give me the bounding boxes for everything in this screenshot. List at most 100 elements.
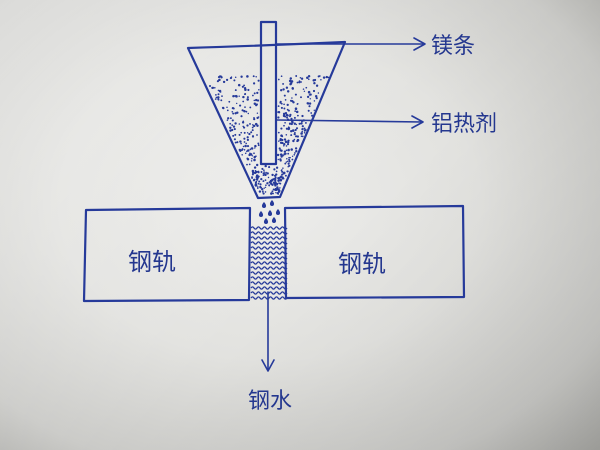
powder-dot: [258, 88, 260, 91]
molten-wave-line: [250, 296, 288, 300]
powder-dot: [307, 90, 311, 94]
powder-dot: [277, 179, 280, 182]
powder-dot: [217, 96, 220, 99]
powder-dot: [287, 126, 290, 129]
powder-dot: [249, 122, 251, 125]
droplet: [269, 200, 275, 206]
powder-dot: [300, 135, 303, 137]
powder-dot: [246, 158, 250, 161]
powder-dot: [313, 82, 316, 85]
powder-dot: [237, 83, 241, 87]
powder-dot: [294, 135, 298, 138]
powder-dot: [249, 148, 252, 151]
powder-dot: [229, 117, 232, 120]
molten-wave-line: [250, 231, 288, 235]
powder-dot: [289, 122, 291, 125]
powder-dot: [277, 105, 280, 108]
powder-dot: [246, 138, 250, 142]
powder-dot: [215, 94, 217, 96]
powder-dot: [217, 93, 220, 96]
powder-dot: [279, 182, 282, 185]
powder-dot: [298, 80, 301, 83]
molten-wave-line: [250, 261, 288, 265]
powder-dot: [248, 132, 251, 136]
powder-dot: [307, 102, 310, 105]
powder-dot: [213, 86, 216, 89]
powder-dot: [246, 98, 249, 101]
powder-dot: [244, 152, 247, 155]
powder-dot: [296, 138, 300, 142]
powder-dot: [280, 89, 283, 92]
powder-dot: [241, 154, 243, 156]
powder-dot: [220, 76, 223, 79]
powder-dot: [246, 145, 250, 148]
powder-dot: [283, 107, 286, 110]
powder-dot: [272, 192, 274, 195]
powder-dot: [274, 184, 277, 187]
powder-dot: [290, 148, 293, 151]
powder-dot: [246, 96, 249, 99]
molten-steel-arrowhead: [261, 359, 275, 372]
powder-dot: [243, 84, 246, 87]
powder-dot: [225, 78, 229, 82]
powder-dot: [215, 96, 218, 99]
powder-dot: [288, 148, 290, 151]
powder-dot: [301, 135, 304, 138]
powder-dot: [301, 114, 304, 118]
powder-dot: [257, 187, 259, 190]
powder-dot: [317, 92, 320, 94]
powder-dot: [218, 75, 221, 77]
powder-dot: [290, 117, 293, 120]
powder-dot: [302, 88, 305, 90]
powder-dot: [295, 150, 298, 153]
powder-dot: [231, 110, 234, 113]
powder-dot: [285, 113, 289, 117]
powder-dot: [277, 131, 280, 134]
droplet: [267, 210, 273, 216]
powder-dot: [283, 94, 286, 97]
powder-dot: [290, 130, 293, 133]
powder-dot: [250, 131, 253, 134]
powder-dot: [250, 160, 253, 162]
powder-dot: [275, 170, 278, 173]
powder-dot: [296, 81, 299, 84]
powder-dot: [295, 75, 298, 77]
molten-steel-in-gap: [250, 226, 288, 300]
powder-dot: [255, 98, 258, 102]
powder-dot: [216, 80, 219, 83]
powder-dot: [262, 180, 265, 183]
powder-dot: [271, 173, 274, 177]
powder-dot: [285, 145, 288, 147]
powder-dot: [243, 110, 246, 113]
powder-dot: [232, 125, 236, 128]
powder-dot: [286, 143, 290, 146]
powder-dot: [234, 133, 237, 136]
powder-dot: [279, 141, 283, 144]
molten-wave-line: [250, 266, 288, 270]
powder-dot: [238, 95, 240, 97]
powder-dot: [283, 103, 285, 106]
powder-dot: [281, 170, 284, 173]
powder-dot: [283, 150, 287, 153]
powder-dot: [240, 142, 242, 145]
powder-dot: [283, 145, 285, 147]
powder-dot: [291, 87, 294, 90]
powder-dot: [317, 75, 320, 78]
powder-dot: [280, 127, 283, 130]
droplet: [271, 217, 277, 223]
powder-dot: [284, 174, 287, 177]
powder-dot: [258, 190, 262, 193]
powder-dot: [248, 163, 251, 166]
powder-dot: [271, 178, 274, 182]
powder-dot: [254, 122, 258, 126]
powder-dot: [288, 160, 291, 163]
powder-dot: [278, 182, 280, 184]
powder-dot: [325, 75, 329, 79]
powder-dot: [277, 116, 280, 119]
powder-dot: [293, 122, 296, 125]
powder-dot: [279, 187, 281, 189]
powder-dot: [280, 75, 283, 78]
powder-dot: [284, 99, 287, 101]
powder-dot: [243, 86, 247, 90]
powder-dot: [303, 129, 307, 132]
